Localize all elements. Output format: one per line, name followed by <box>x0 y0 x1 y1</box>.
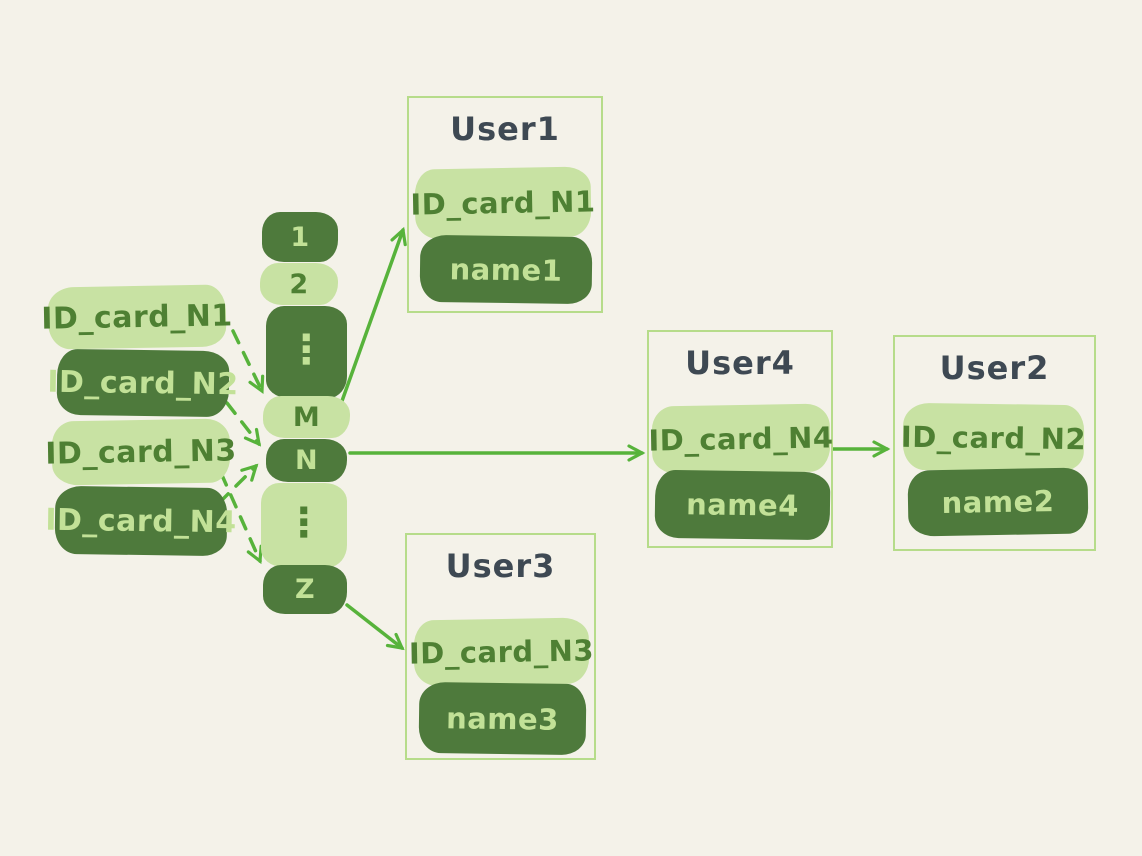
idcard-3-pill: ID_card_N3 <box>45 418 237 486</box>
bucket-M: M <box>263 396 350 438</box>
user4-box: User4 ID_card_N4 name4 <box>647 330 834 548</box>
idcard-2-pill: ID_card_N2 <box>47 348 239 418</box>
user3-box: User3 ID_card_N3 name3 <box>405 533 596 760</box>
bucket-2: 2 <box>260 263 338 305</box>
idcard-4-pill: ID_card_N4 <box>45 485 237 557</box>
user3-idcard-pill: ID_card_N3 <box>409 617 594 687</box>
user3-title: User3 <box>445 547 556 585</box>
edge-bucketZ-to-user3 <box>345 603 405 651</box>
user1-title: User1 <box>450 110 560 148</box>
user4-idcard-pill: ID_card_N4 <box>648 403 834 475</box>
bucket-N: N <box>266 439 347 482</box>
bucket-Z: Z <box>263 565 347 614</box>
user1-idcard-pill: ID_card_N1 <box>410 166 596 240</box>
user2-box: User2 ID_card_N2 name2 <box>893 335 1096 551</box>
user1-name-pill: name1 <box>419 234 593 305</box>
bucket-dots-lower: ⋮ <box>261 483 347 567</box>
idcard-1-pill: ID_card_N1 <box>41 284 233 350</box>
user4-title: User4 <box>685 344 795 382</box>
bucket-dots-upper: ⋮ <box>266 306 347 398</box>
user2-idcard-pill: ID_card_N2 <box>901 402 1086 473</box>
bucket-1: 1 <box>262 212 338 262</box>
user2-title: User2 <box>939 349 1050 387</box>
user3-name-pill: name3 <box>418 681 587 756</box>
user2-name-pill: name2 <box>907 467 1089 537</box>
user4-name-pill: name4 <box>654 469 831 541</box>
user1-box: User1 ID_card_N1 name1 <box>407 96 603 313</box>
edge-bucketM-to-user1 <box>340 226 407 403</box>
